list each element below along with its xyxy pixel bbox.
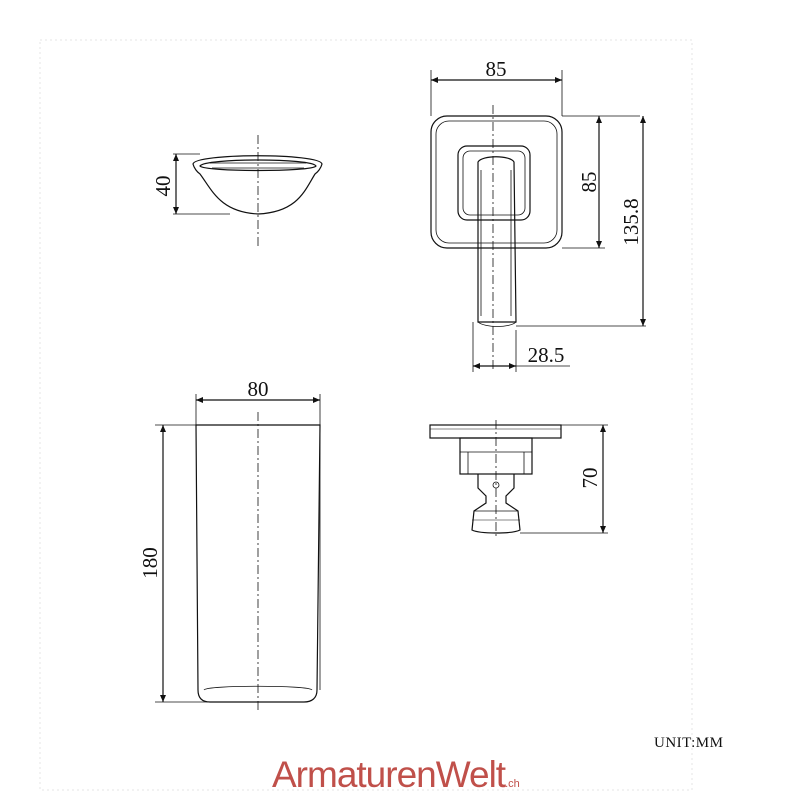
front-view bbox=[155, 394, 321, 712]
dim-label-70: 70 bbox=[578, 468, 602, 489]
page-border bbox=[39, 39, 693, 791]
profile-view bbox=[429, 420, 608, 538]
dim-label-40: 40 bbox=[151, 176, 175, 197]
watermark-logo: ArmaturenWelt.ch bbox=[272, 756, 520, 793]
dim-label-135-8: 135.8 bbox=[619, 198, 643, 245]
top-view bbox=[173, 135, 323, 248]
dim-label-180: 180 bbox=[138, 547, 162, 579]
watermark-tld: .ch bbox=[505, 778, 520, 790]
lever bbox=[477, 156, 517, 323]
handle-collar bbox=[457, 145, 531, 221]
dim-label-80: 80 bbox=[248, 377, 269, 401]
side-view bbox=[430, 70, 646, 372]
dim-label-28-5: 28.5 bbox=[528, 343, 565, 367]
plate-edge bbox=[429, 424, 562, 439]
wall-plate bbox=[430, 115, 563, 249]
escutcheon-front bbox=[195, 424, 321, 703]
unit-label: UNIT:MM bbox=[654, 735, 724, 751]
dim-label-85-width: 85 bbox=[486, 57, 507, 81]
dim-label-85-height: 85 bbox=[577, 172, 601, 193]
handle-stem bbox=[471, 474, 521, 534]
handle-top-face bbox=[199, 159, 317, 172]
watermark-name: ArmaturenWelt bbox=[272, 754, 506, 795]
handle-outline bbox=[192, 155, 323, 215]
